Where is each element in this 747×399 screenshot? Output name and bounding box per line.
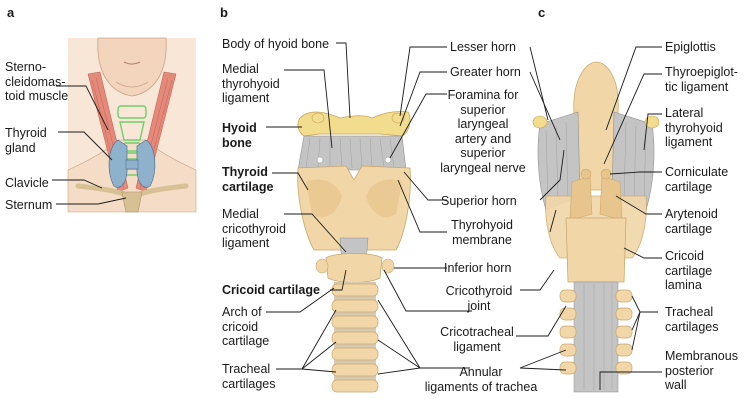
inferior-horn-left bbox=[316, 259, 328, 273]
label-arytenoid: Arytenoid cartilage bbox=[665, 207, 718, 236]
foramen-left bbox=[317, 157, 323, 163]
label-lateral-thyrohyoid: Lateral thyrohyoid ligament bbox=[665, 106, 723, 150]
lesser-horn-left bbox=[312, 113, 324, 123]
label-thyroid-gland: Thyroid gland bbox=[5, 126, 47, 155]
label-tracheal-cartilages-b: Tracheal cartilages bbox=[222, 362, 276, 391]
corniculate-left bbox=[581, 169, 591, 179]
panel-c-letter: c bbox=[538, 5, 545, 20]
label-thyrohyoid-membrane: Thyrohyoid membrane bbox=[450, 218, 514, 247]
label-thyroid-cartilage: Thyroid cartilage bbox=[222, 165, 273, 194]
arytenoid-left bbox=[570, 176, 592, 220]
corniculate-right bbox=[601, 169, 611, 179]
label-sternum: Sternum bbox=[5, 198, 52, 213]
label-cricoid-cartilage: Cricoid cartilage bbox=[222, 283, 320, 298]
cricoid-cartilage bbox=[326, 254, 382, 283]
label-greater-horn: Greater horn bbox=[450, 65, 521, 80]
label-superior-horn: Superior horn bbox=[441, 194, 517, 209]
cricoid-lamina bbox=[566, 218, 626, 282]
label-inferior-horn: Inferior horn bbox=[444, 261, 511, 276]
label-cricotracheal-ligament: Cricotracheal ligament bbox=[437, 325, 517, 354]
label-clavicle: Clavicle bbox=[5, 176, 49, 191]
label-body-of-hyoid: Body of hyoid bone bbox=[222, 37, 329, 52]
panel-a-letter: a bbox=[7, 5, 14, 20]
label-medial-cricothyroid: Medial cricothyroid ligament bbox=[222, 207, 286, 251]
label-medial-thyrohyoid: Medial thyrohyoid ligament bbox=[222, 62, 280, 106]
label-cricoid-lamina: Cricoid cartilage lamina bbox=[665, 249, 712, 293]
label-corniculate: Corniculate cartilage bbox=[665, 165, 728, 194]
label-foramina: Foramina for superior laryngeal artery a… bbox=[436, 88, 530, 175]
hyoid-end-left bbox=[533, 116, 547, 128]
label-thyroepiglottic: Thyroepiglot- tic ligament bbox=[665, 65, 738, 94]
lesser-horn-right bbox=[392, 113, 404, 123]
epiglottis bbox=[574, 62, 618, 190]
label-arch-of-cricoid: Arch of cricoid cartilage bbox=[222, 305, 269, 349]
trachea-b bbox=[332, 282, 378, 392]
label-sternocleidomastoid: Sterno- cleidomas- toid muscle bbox=[5, 60, 68, 104]
label-membranous-posterior-wall: Membranous posterior wall bbox=[665, 349, 738, 393]
inferior-horn-right bbox=[382, 259, 394, 273]
thyroid-isthmus bbox=[126, 160, 138, 169]
label-lesser-horn: Lesser horn bbox=[450, 40, 516, 55]
panel-b-letter: b bbox=[220, 5, 228, 20]
trachea-c bbox=[560, 282, 632, 392]
panel-c-illustration bbox=[533, 62, 659, 392]
label-epiglottis: Epiglottis bbox=[665, 40, 716, 55]
label-tracheal-cartilages-c: Tracheal cartilages bbox=[665, 305, 719, 334]
label-cricothyroid-joint: Cricothyroid joint bbox=[443, 284, 515, 313]
label-hyoid-bone: Hyoid bone bbox=[222, 121, 257, 150]
label-annular-ligaments: Annular ligaments of trachea bbox=[416, 365, 546, 394]
panel-a-illustration bbox=[68, 38, 196, 212]
